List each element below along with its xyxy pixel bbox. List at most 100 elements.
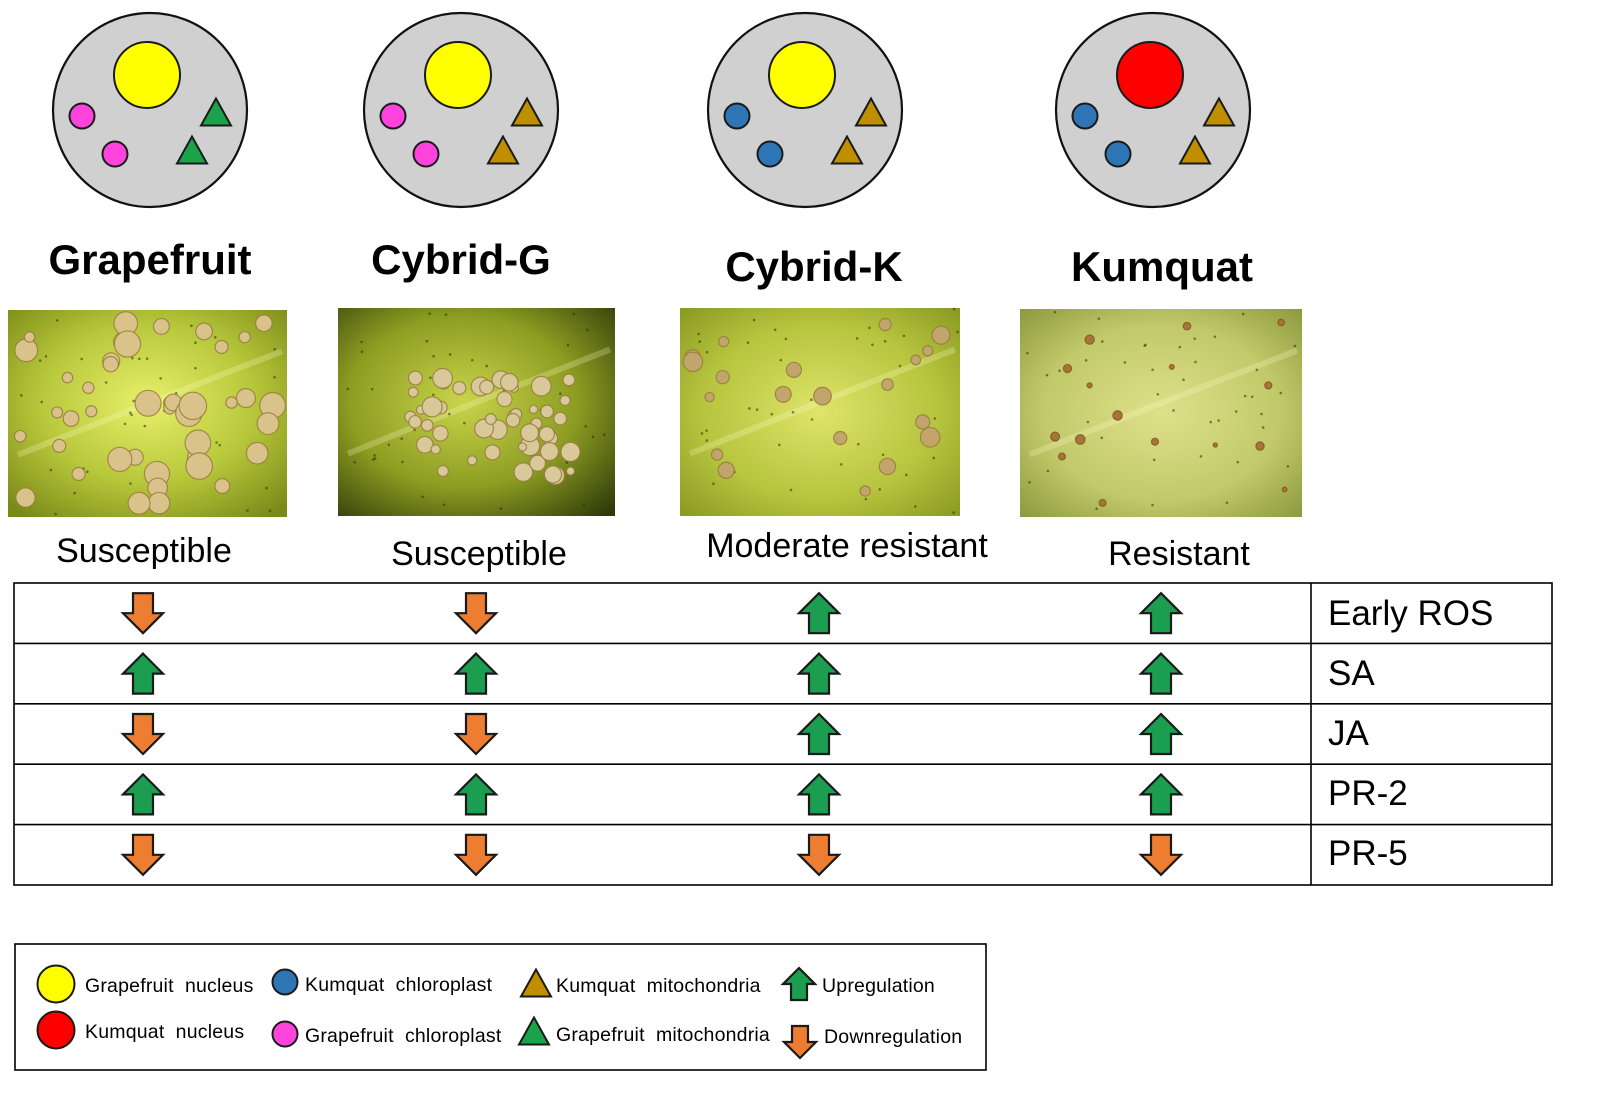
leaf-dot xyxy=(428,312,431,316)
canker-lesion xyxy=(710,448,724,461)
leaf-dot xyxy=(1286,464,1290,468)
leaf-dot xyxy=(755,408,759,411)
leaf-dot xyxy=(442,503,446,507)
leaf-dot xyxy=(373,457,377,460)
leaf-dot xyxy=(1209,420,1213,424)
leaf-dot xyxy=(190,324,193,328)
grapefruit-mitochondria-icon xyxy=(517,1015,551,1046)
canker-lesion xyxy=(61,371,74,384)
canker-lesion xyxy=(185,452,214,480)
canker-lesion xyxy=(214,478,231,494)
canker-lesion xyxy=(1049,431,1061,442)
up-arrow-icon xyxy=(796,591,842,635)
grapefruit-chloroplast-icon xyxy=(271,1020,299,1048)
leaf-dot xyxy=(810,398,813,401)
leaf-dot xyxy=(1261,426,1265,429)
canker-lesion xyxy=(13,429,27,443)
leaf-dot xyxy=(194,366,197,370)
canker-lesion xyxy=(255,314,273,333)
canker-lesion xyxy=(432,367,454,389)
leaf-dot xyxy=(1241,312,1245,316)
leaf-dot xyxy=(584,424,587,428)
chloroplast xyxy=(412,140,440,168)
mitochondrion xyxy=(486,134,520,165)
kumquat-chloroplast-icon xyxy=(271,968,299,996)
canker-lesion xyxy=(559,394,571,407)
leaf-dot xyxy=(421,495,424,499)
canker-lesion xyxy=(71,466,86,482)
leaf-dot xyxy=(499,507,503,510)
canker-lesion xyxy=(23,331,36,343)
leaf-dot xyxy=(559,392,562,396)
leaf-dot xyxy=(565,461,569,464)
leaf-dot xyxy=(956,330,959,334)
leaf-dot xyxy=(55,319,59,322)
leaf-dot xyxy=(131,356,134,360)
canker-lesion xyxy=(484,444,501,461)
leaf-dot xyxy=(159,377,162,380)
canker-lesion xyxy=(107,446,133,473)
chloroplast xyxy=(1071,102,1099,130)
leaf-dot xyxy=(1293,344,1297,348)
canker-lesion xyxy=(235,387,256,409)
down-arrow-icon xyxy=(453,833,499,877)
cell-diagram-kumquat xyxy=(1054,11,1252,209)
column-title-grapefruit: Grapefruit xyxy=(48,236,252,283)
leaf-dot xyxy=(444,313,448,316)
leaf-dot xyxy=(1156,392,1160,396)
leaf-dot xyxy=(791,410,795,414)
canker-lesion xyxy=(1212,442,1219,448)
leaf-dot xyxy=(1095,507,1098,511)
leaf-dot xyxy=(698,340,702,343)
row-label-early-ros: Early ROS xyxy=(1328,594,1494,633)
leaf-dot xyxy=(1213,335,1217,339)
up-arrow-icon xyxy=(796,772,842,816)
down-arrow-icon xyxy=(453,712,499,756)
canker-lesion xyxy=(505,412,521,428)
down-arrow-icon xyxy=(796,833,842,877)
canker-lesion xyxy=(1182,321,1192,331)
leaf-dot xyxy=(952,307,956,311)
chloroplast xyxy=(379,102,407,130)
canker-lesion xyxy=(407,370,423,386)
leaf-dot xyxy=(697,332,700,336)
up-arrow-icon xyxy=(796,712,842,756)
canker-lesion xyxy=(152,317,170,335)
leaf-dot xyxy=(586,328,589,332)
leaf-dot xyxy=(864,497,868,501)
leaf-photo-cybrid-k xyxy=(680,307,960,516)
resistance-label-kumquat: Resistant xyxy=(1108,535,1250,573)
leaf-dot xyxy=(80,357,83,361)
kumquat-mitochondria-icon xyxy=(519,967,553,998)
leaf-dot xyxy=(1225,501,1229,505)
leaf-dot xyxy=(582,503,585,507)
column-title-kumquat: Kumquat xyxy=(1071,243,1253,290)
leaf-dot xyxy=(1053,310,1057,314)
canker-lesion xyxy=(1112,410,1123,421)
leaf-dot xyxy=(1234,410,1238,413)
leaf-dot xyxy=(429,376,432,380)
up-arrow-icon xyxy=(120,772,166,816)
row-label-pr-5: PR-5 xyxy=(1328,834,1408,873)
canker-lesion xyxy=(147,491,171,515)
up-arrow-icon xyxy=(1138,712,1184,756)
leaf-dot xyxy=(470,358,474,362)
legend-box xyxy=(14,943,987,1071)
canker-lesion xyxy=(1057,452,1067,461)
up-arrow-icon xyxy=(1138,652,1184,695)
canker-lesion xyxy=(1098,498,1107,507)
leaf-dot xyxy=(1172,409,1175,412)
canker-lesion xyxy=(529,454,547,472)
canker-lesion xyxy=(85,405,98,418)
canker-lesion xyxy=(499,372,519,392)
leaf-dot xyxy=(265,486,268,490)
canker-lesion xyxy=(127,491,151,515)
upregulation-arrow-icon xyxy=(780,966,818,1002)
canker-lesion xyxy=(407,386,419,398)
leaf-dot xyxy=(400,437,403,440)
leaf-dot xyxy=(373,454,376,457)
kumquat-nucleus-icon xyxy=(36,1010,76,1050)
down-arrow-icon xyxy=(120,712,166,756)
leaf-photo-cybrid-g xyxy=(338,308,615,516)
